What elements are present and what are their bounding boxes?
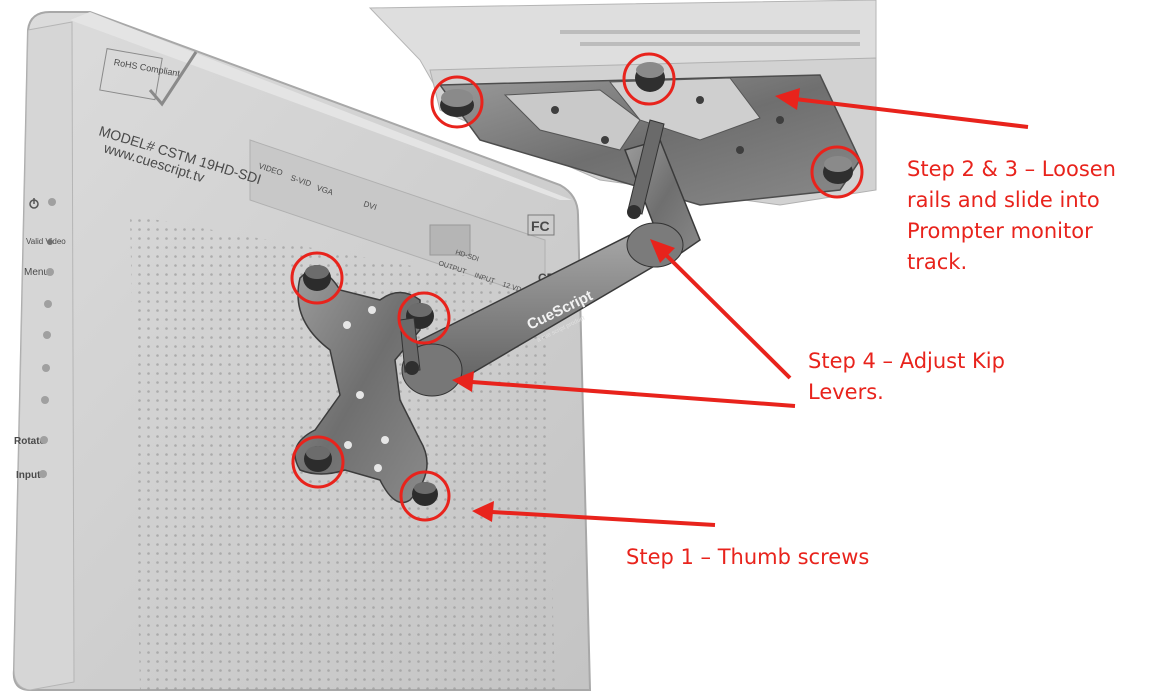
arrowhead xyxy=(452,371,474,392)
input-button[interactable] xyxy=(39,470,47,478)
vesa-thumb-screw[interactable] xyxy=(412,482,438,506)
arrow-step-1 xyxy=(491,510,716,527)
top-thumb-screw[interactable] xyxy=(440,89,474,117)
valid-video-led xyxy=(47,239,53,245)
highlight-circles xyxy=(290,52,864,522)
highlight-circle xyxy=(622,52,676,106)
side-button-label: Menu xyxy=(24,267,49,278)
callout-arrows xyxy=(452,88,1029,527)
callout-step-4: Step 4 – Adjust Kip Levers. xyxy=(808,349,1005,404)
kip-lever[interactable] xyxy=(399,317,421,375)
highlight-circle xyxy=(810,145,864,199)
highlight-circle xyxy=(397,291,451,345)
down-button[interactable] xyxy=(43,331,51,339)
left-button[interactable] xyxy=(41,396,49,404)
kip-lever[interactable] xyxy=(627,119,665,219)
highlight-circle xyxy=(430,75,484,129)
highlight-circle xyxy=(399,470,451,522)
top-thumb-screw[interactable] xyxy=(635,62,665,92)
arrow-step-2-3 xyxy=(794,97,1029,129)
arrowhead xyxy=(650,239,675,263)
fc-badge xyxy=(527,214,555,236)
check-mark-icon xyxy=(148,51,198,107)
top-thumb-screw[interactable] xyxy=(823,156,853,184)
port-label: DVI xyxy=(362,199,377,212)
menu-button[interactable] xyxy=(46,268,54,276)
fc-mark: FC xyxy=(531,218,550,234)
highlight-circle xyxy=(291,435,345,489)
side-button-label: Rotate xyxy=(14,436,46,447)
power-icon xyxy=(29,198,56,209)
rohs-badge xyxy=(99,48,163,101)
arrowhead xyxy=(472,501,494,522)
rotate-button[interactable] xyxy=(40,436,48,444)
callout-step-1: Step 1 – Thumb screws xyxy=(626,545,870,569)
vesa-mount-plate xyxy=(294,265,438,506)
vesa-thumb-screw[interactable] xyxy=(304,446,332,472)
up-button[interactable] xyxy=(44,300,52,308)
vesa-thumb-screw[interactable] xyxy=(303,265,331,291)
right-button[interactable] xyxy=(42,364,50,372)
arrow-step-4-lower xyxy=(471,380,796,408)
arrowhead xyxy=(775,88,800,110)
arrow-step-4-upper xyxy=(663,252,792,380)
side-button-label: Input xyxy=(16,470,41,481)
side-button-label: Valid Video xyxy=(26,237,66,246)
highlight-circle xyxy=(290,251,344,305)
callout-step-2-3: Step 2 & 3 – Loosen rails and slide into… xyxy=(907,157,1116,274)
